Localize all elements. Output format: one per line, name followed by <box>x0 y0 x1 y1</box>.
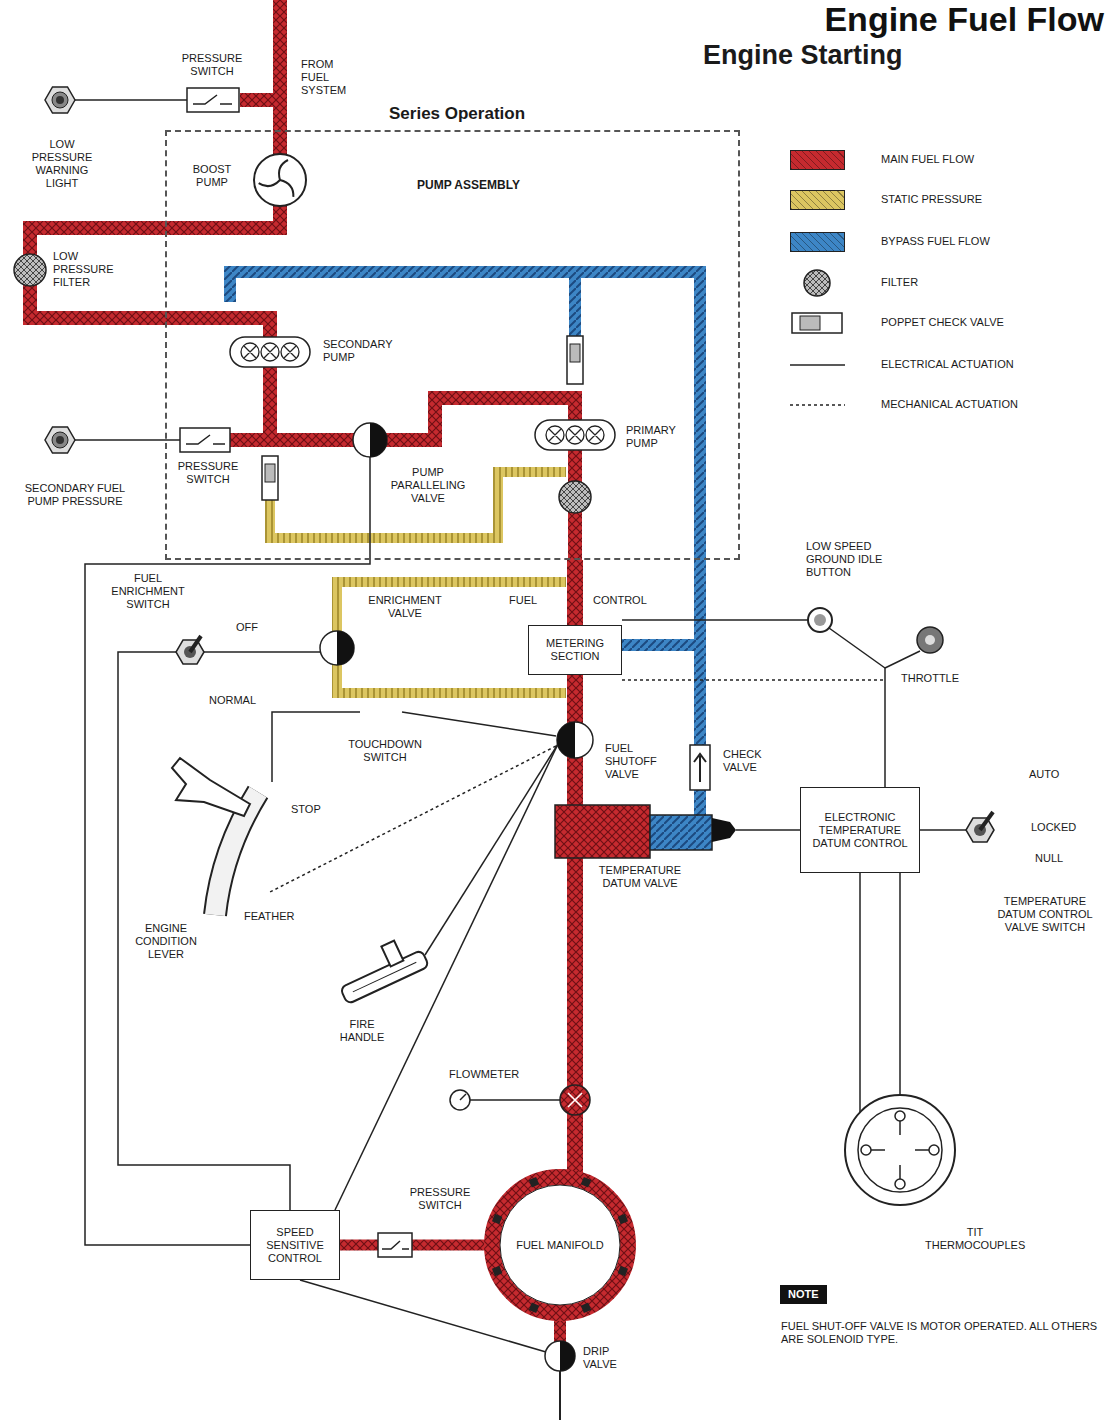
node-text: FUEL MANIFOLD <box>516 1239 604 1252</box>
component-label: TOUCHDOWN SWITCH <box>339 738 431 764</box>
component-label: STOP <box>290 803 322 816</box>
component-label: FLOWMETER <box>448 1068 520 1081</box>
component-label: FUEL <box>508 594 538 607</box>
legend-label: BYPASS FUEL FLOW <box>880 235 991 248</box>
fuel-manifold-ring: FUEL MANIFOLD <box>484 1169 636 1321</box>
component-label: TIT THERMOCOUPLES <box>924 1226 1026 1252</box>
fuel-nozzle <box>492 1214 502 1224</box>
fuel-nozzle <box>492 1266 502 1276</box>
fuel-nozzle <box>618 1214 628 1224</box>
node-text-group: SPEED SENSITIVE CONTROL <box>256 1226 334 1265</box>
control-box: SPEED SENSITIVE CONTROL <box>250 1210 340 1280</box>
legend-label: STATIC PRESSURE <box>880 193 983 206</box>
legend-label: POPPET CHECK VALVE <box>880 316 1005 329</box>
section-heading: Series Operation <box>388 104 526 124</box>
component-label: PRIMARY PUMP <box>625 424 687 450</box>
fuel-nozzle <box>529 1177 539 1187</box>
component-label: PRESSURE SWITCH <box>171 52 253 78</box>
component-label: LOW PRESSURE FILTER <box>52 250 126 289</box>
component-label: TEMPERATURE DATUM VALVE <box>584 864 696 890</box>
fuel-nozzle <box>581 1177 591 1187</box>
component-label: ENGINE CONDITION LEVER <box>120 922 212 961</box>
component-label: BOOST PUMP <box>186 163 238 189</box>
component-label: PRESSURE SWITCH <box>403 1186 477 1212</box>
control-box: METERING SECTION <box>528 625 622 675</box>
component-label: LOW PRESSURE WARNING LIGHT <box>25 138 99 190</box>
component-label: FUEL SHUT-OFF VALVE IS MOTOR OPERATED. A… <box>780 1320 1102 1346</box>
node-text: PUMP ASSEMBLY <box>417 178 520 192</box>
component-label: FUEL ENRICHMENT SWITCH <box>97 572 199 611</box>
fuel-nozzle <box>618 1266 628 1276</box>
legend-label: MECHANICAL ACTUATION <box>880 398 1019 411</box>
control-box: ELECTRONIC TEMPERATURE DATUM CONTROL <box>800 787 920 873</box>
component-label: AUTO <box>1028 768 1060 781</box>
diagram-title: Engine Fuel Flow <box>824 0 1104 38</box>
legend-swatch <box>790 190 845 210</box>
node-text-group: ELECTRONIC TEMPERATURE DATUM CONTROL <box>806 811 914 850</box>
component-label: SECONDARY PUMP <box>322 338 404 364</box>
legend-swatch <box>790 150 845 170</box>
component-label: NORMAL <box>208 694 257 707</box>
component-label: FEATHER <box>243 910 296 923</box>
component-label: THROTTLE <box>900 672 960 685</box>
component-label: LOW SPEED GROUND IDLE BUTTON <box>805 540 922 579</box>
fuel-line-connector <box>340 1240 492 1251</box>
node-text: ELECTRONIC TEMPERATURE DATUM CONTROL <box>806 811 914 850</box>
note-heading: NOTE <box>780 1285 827 1304</box>
component-label: PUMP PARALLELING VALVE <box>382 466 474 505</box>
node-text-group: FUEL MANIFOLD <box>516 1239 604 1252</box>
component-label: DRIP VALVE <box>582 1345 632 1371</box>
component-label: FROM FUEL SYSTEM <box>300 58 364 97</box>
component-label: FUEL SHUTOFF VALVE <box>604 742 668 781</box>
legend-swatch <box>790 232 845 252</box>
node-text: SPEED SENSITIVE CONTROL <box>256 1226 334 1265</box>
legend-label: ELECTRICAL ACTUATION <box>880 358 1015 371</box>
manifold-ring <box>492 1177 628 1313</box>
node-text-group: PUMP ASSEMBLY <box>417 178 520 192</box>
node-text-group: METERING SECTION <box>534 637 616 663</box>
component-label: OFF <box>235 621 259 634</box>
component-label: LOCKED <box>1030 821 1077 834</box>
legend-label: FILTER <box>880 276 919 289</box>
component-label: ENRICHMENT VALVE <box>362 594 449 620</box>
node-text: METERING SECTION <box>534 637 616 663</box>
manifold-ring-edge <box>500 1185 620 1305</box>
component-label: CONTROL <box>592 594 648 607</box>
component-label: NULL <box>1034 852 1064 865</box>
component-label: PRESSURE SWITCH <box>167 460 249 486</box>
component-label: CHECK VALVE <box>722 748 774 774</box>
fuel-nozzle <box>529 1303 539 1313</box>
fuel-nozzle <box>581 1303 591 1313</box>
section-heading: Engine Starting <box>702 40 904 71</box>
fuel-line-connector <box>567 560 583 625</box>
component-label: FIRE HANDLE <box>331 1018 393 1044</box>
component-label: TEMPERATURE DATUM CONTROL VALVE SWITCH <box>989 895 1101 934</box>
component-label: SECONDARY FUEL PUMP PRESSURE <box>17 482 134 508</box>
legend-label: MAIN FUEL FLOW <box>880 153 975 166</box>
